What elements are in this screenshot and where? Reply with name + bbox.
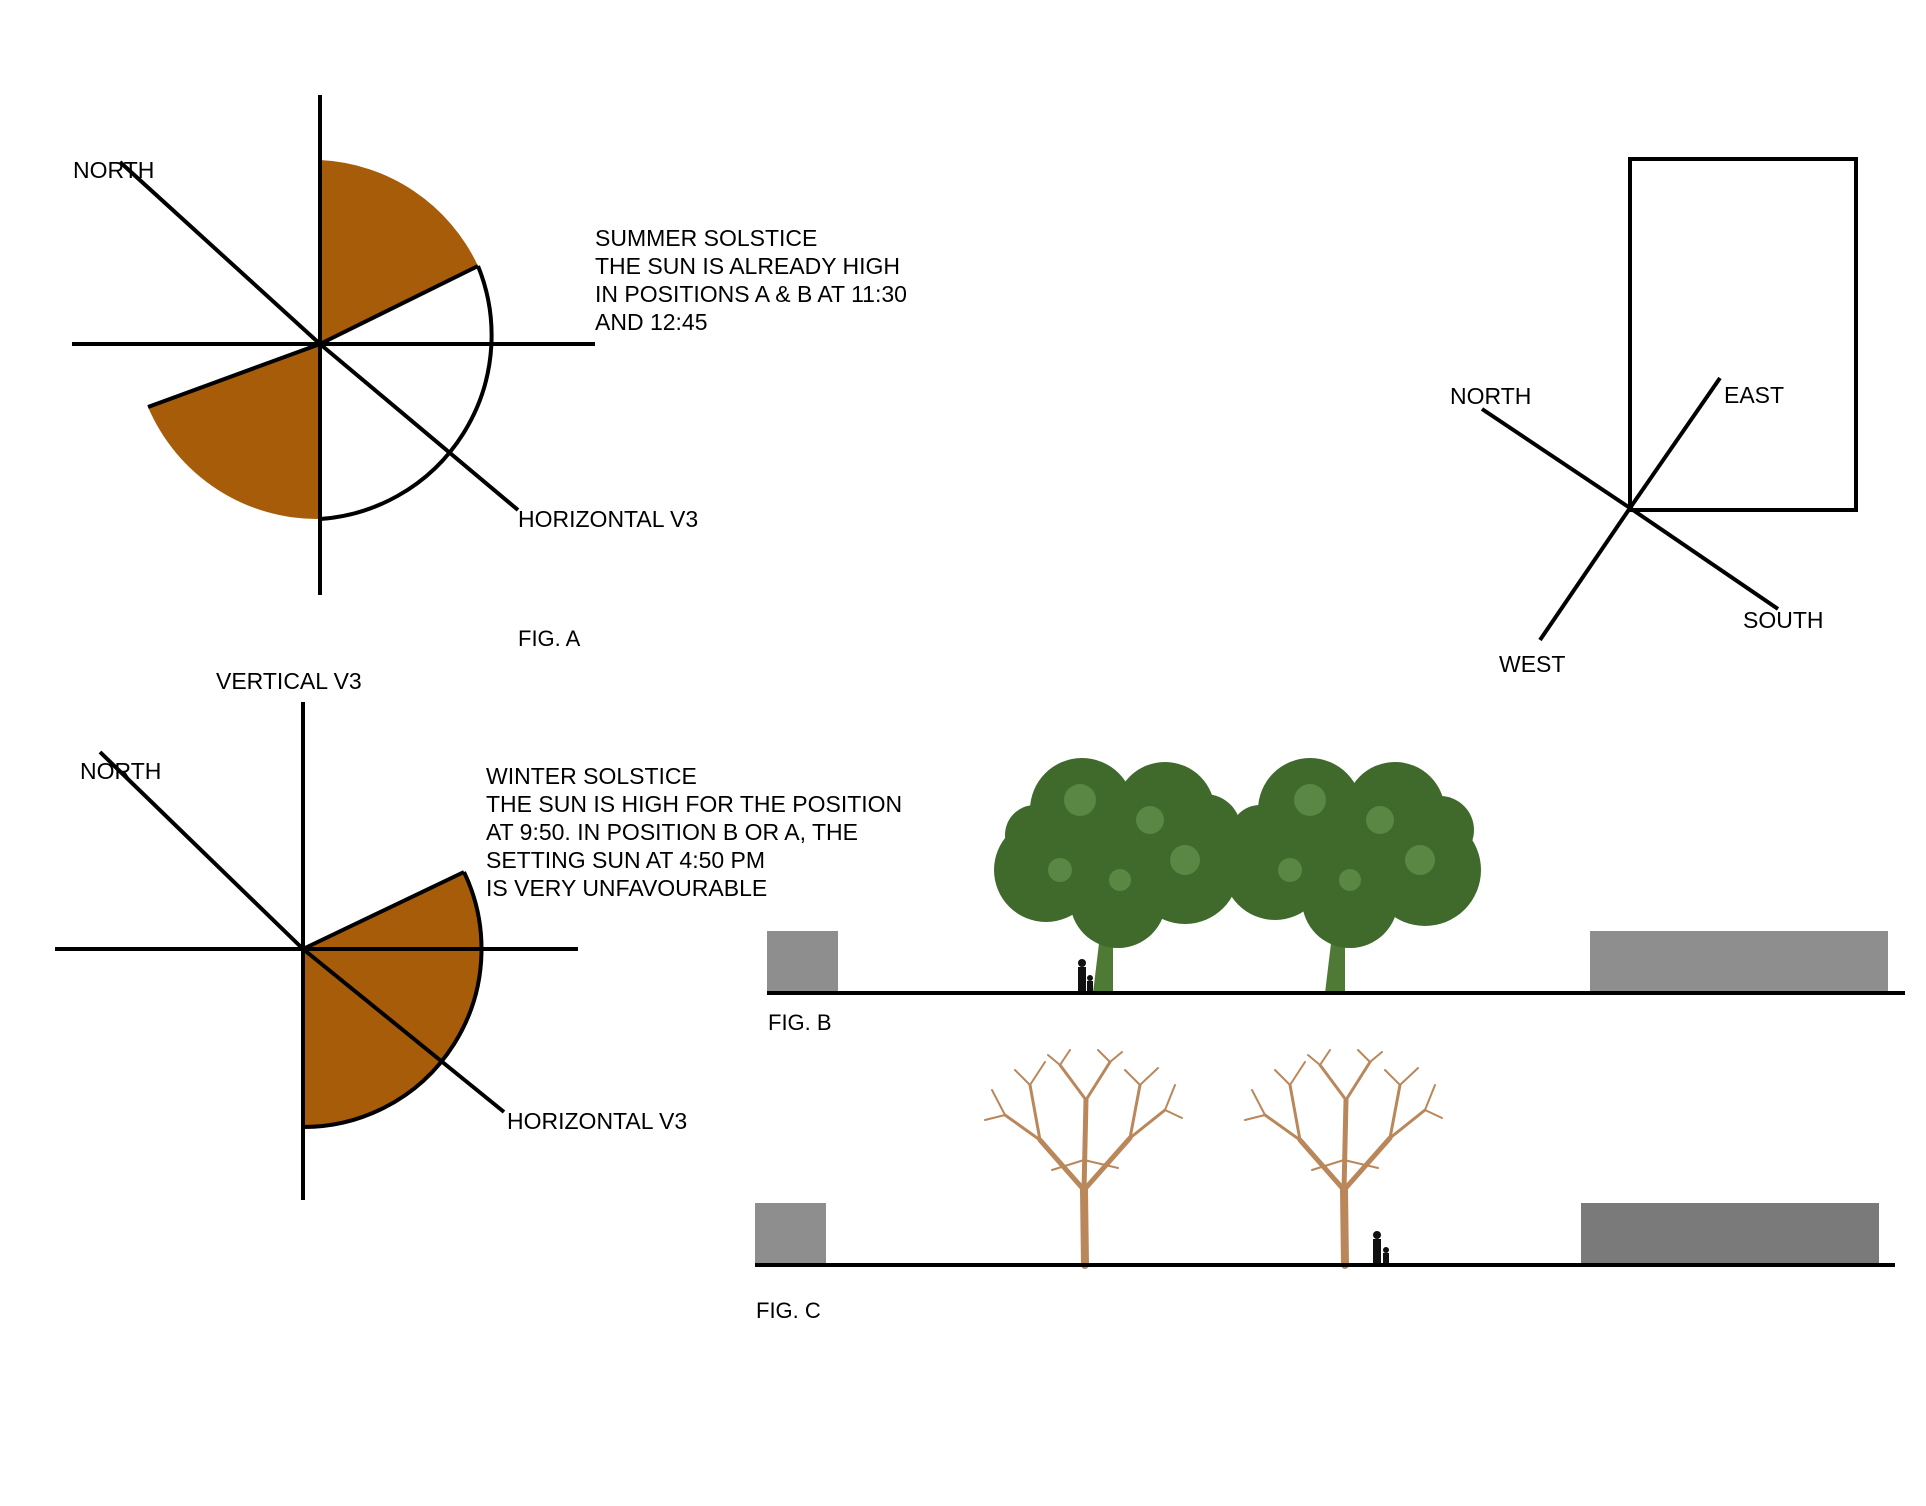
summer-tree-right-canopy — [1223, 758, 1481, 948]
summer-tree-right-highlights — [1278, 784, 1435, 891]
winter-vertical-label: VERTICAL V3 — [216, 668, 362, 694]
winter-north-line — [98, 750, 305, 951]
fig-b-building-left — [767, 931, 838, 993]
winter-note-line-5: IS VERY UNFAVOURABLE — [486, 875, 767, 901]
fig-c-people-silhouette — [1373, 1231, 1389, 1265]
winter-north-label: NORTH — [80, 758, 161, 784]
compass-east-label: EAST — [1724, 382, 1784, 408]
winter-note-line-4: SETTING SUN AT 4:50 PM — [486, 847, 765, 873]
summer-north-line — [118, 160, 322, 346]
fig-b-summer-section: FIG. B — [767, 758, 1905, 1035]
summer-note-line-2: THE SUN IS ALREADY HIGH — [595, 253, 900, 279]
winter-note-line-1: WINTER SOLSTICE — [486, 763, 697, 789]
compass-south-label: SOUTH — [1743, 607, 1824, 633]
summer-note-line-4: AND 12:45 — [595, 309, 708, 335]
summer-sector-upper — [320, 160, 478, 344]
summer-horizontal-v3-line — [318, 342, 520, 512]
winter-arc — [302, 871, 484, 1130]
summer-sector-edge-lower — [147, 342, 321, 409]
compass-north-west-line — [1480, 407, 1632, 510]
fig-a-summer-diagram: NORTH HORIZONTAL V3 FIG. A SUMMER SOLSTI… — [72, 95, 907, 651]
winter-horizontal-label: HORIZONTAL V3 — [507, 1108, 687, 1134]
compass-south-line — [1628, 506, 1780, 611]
summer-tree-left — [994, 758, 1241, 993]
compass-north-label: NORTH — [1450, 383, 1531, 409]
compass-orientation-diagram: NORTH EAST SOUTH WEST — [1450, 157, 1858, 677]
compass-west-line — [1538, 506, 1632, 642]
winter-note-line-3: AT 9:50. IN POSITION B OR A, THE — [486, 819, 858, 845]
winter-solstice-diagram: VERTICAL V3 NORTH HORIZONTAL V3 WINTER S… — [55, 668, 902, 1200]
winter-tree-left — [984, 1049, 1183, 1269]
winter-tree-right — [1244, 1049, 1443, 1269]
winter-note-line-2: THE SUN IS HIGH FOR THE POSITION — [486, 791, 902, 817]
summer-tree-right — [1223, 758, 1481, 993]
summer-horizontal-label: HORIZONTAL V3 — [518, 506, 698, 532]
fig-c-caption: FIG. C — [756, 1298, 821, 1323]
compass-west-label: WEST — [1499, 651, 1565, 677]
fig-b-caption: FIG. B — [768, 1010, 832, 1035]
summer-sector-lower — [148, 344, 320, 520]
fig-c-building-left — [755, 1203, 826, 1265]
summer-sector-edge-upper — [319, 264, 479, 346]
winter-sector-edge — [302, 870, 465, 951]
summer-tree-left-highlights — [1048, 784, 1200, 891]
summer-north-label: NORTH — [73, 157, 154, 183]
summer-note-line-1: SUMMER SOLSTICE — [595, 225, 817, 251]
summer-note-line-3: IN POSITIONS A & B AT 11:30 — [595, 281, 907, 307]
winter-sector — [303, 872, 482, 1128]
fig-c-building-right — [1581, 1203, 1879, 1265]
fig-b-building-right — [1590, 931, 1888, 993]
fig-a-caption: FIG. A — [518, 626, 581, 651]
winter-horizontal-v3-line — [301, 947, 506, 1114]
summer-tree-left-canopy — [994, 758, 1241, 948]
compass-east-line — [1628, 376, 1722, 510]
fig-c-winter-section: FIG. C — [755, 1049, 1895, 1323]
building-plan-outline — [1628, 157, 1858, 512]
fig-b-people-silhouette — [1078, 959, 1093, 993]
summer-arc — [319, 265, 494, 521]
